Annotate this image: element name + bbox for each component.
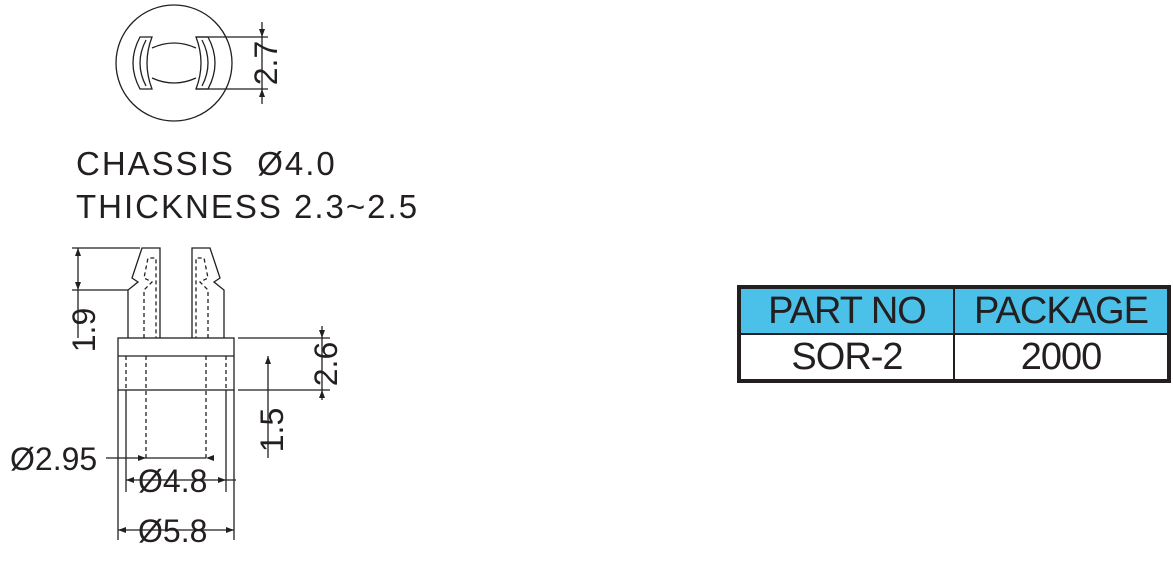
dim-label-height: 2.6 — [308, 342, 344, 386]
chassis-spec: CHASSIS Ø4.0 — [76, 145, 337, 182]
table-header-row: PART NO PACKAGE — [738, 286, 1170, 335]
side-view-drawing — [72, 247, 330, 540]
dim-label-prong: 1.9 — [66, 308, 102, 352]
top-view-drawing — [115, 4, 268, 122]
dim-label-base: 1.5 — [254, 408, 290, 452]
cell-package: 2000 — [953, 333, 1170, 382]
dim-label-mid: Ø4.8 — [138, 463, 207, 499]
part-table: PART NO PACKAGE SOR-2 2000 — [737, 285, 1171, 383]
thickness-spec: THICKNESS 2.3~2.5 — [76, 188, 420, 225]
table-row: SOR-2 2000 — [738, 333, 1170, 382]
dim-label-outer: Ø5.8 — [138, 513, 207, 549]
header-package: PACKAGE — [953, 286, 1170, 335]
cell-part-no: SOR-2 — [738, 333, 955, 382]
header-part-no: PART NO — [738, 286, 955, 335]
dim-label-inner: Ø2.95 — [10, 441, 97, 477]
dim-label-gap: 2.7 — [248, 41, 284, 85]
